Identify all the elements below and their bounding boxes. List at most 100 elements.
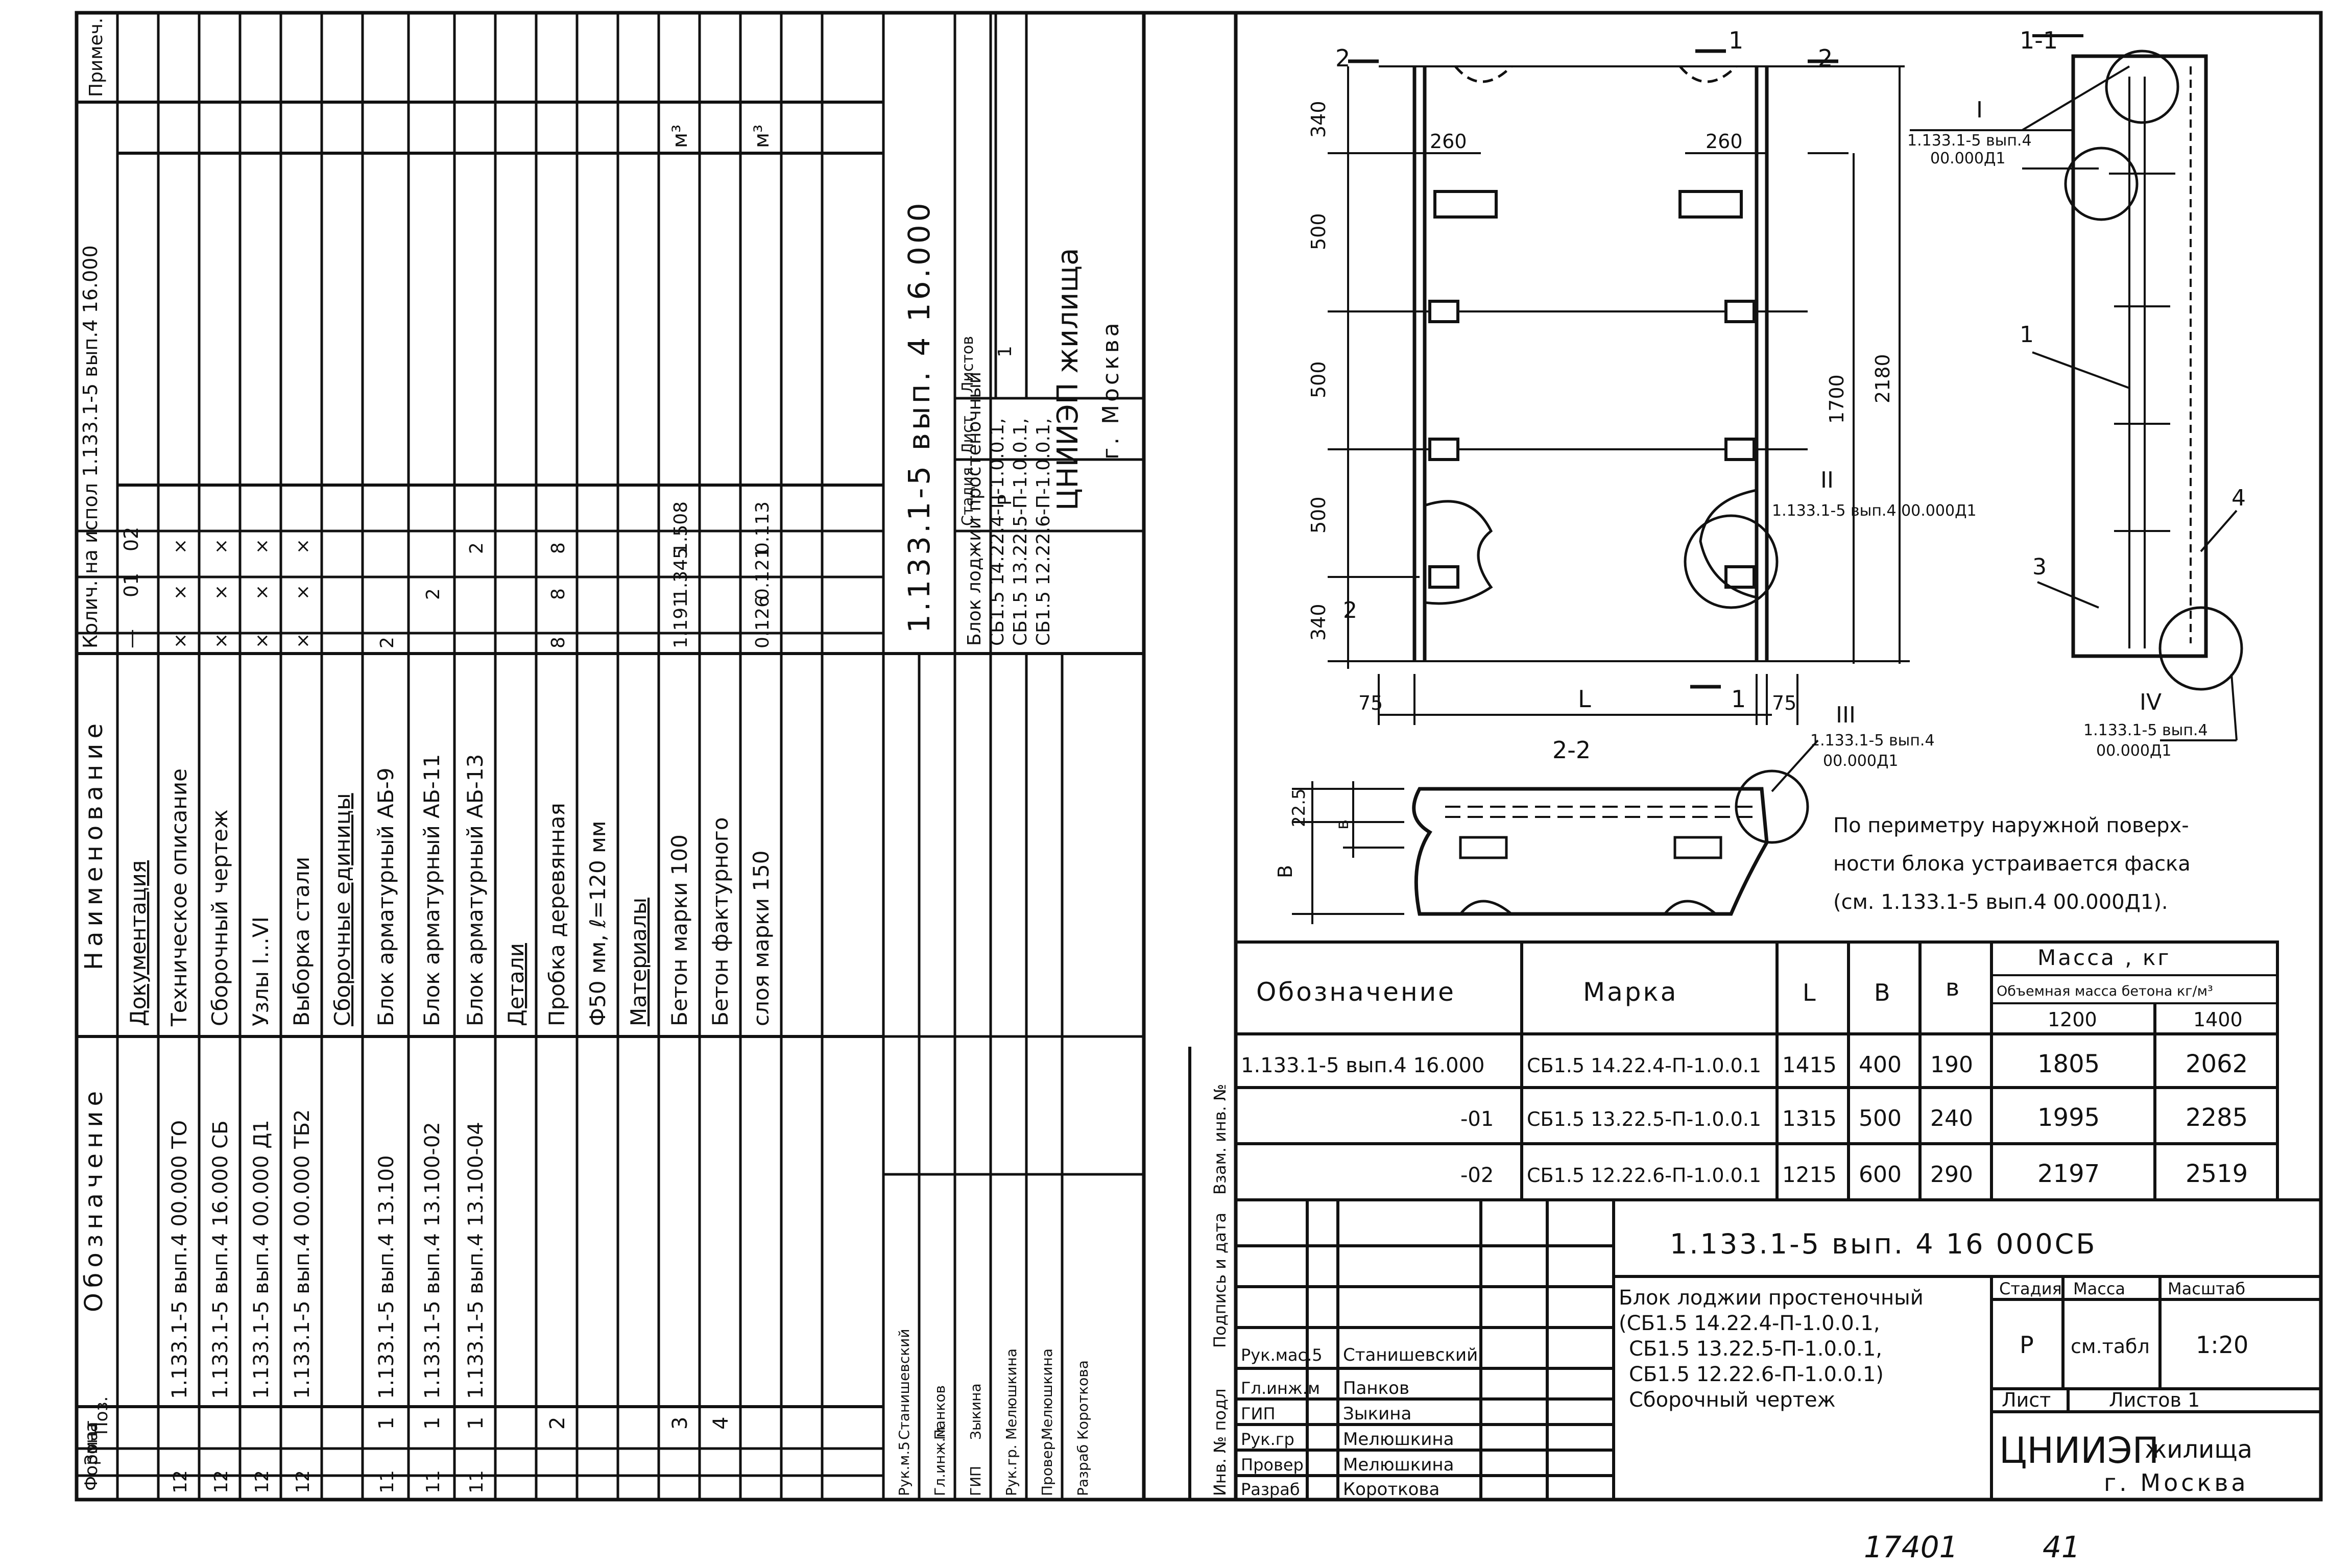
title-mass: см.табл xyxy=(2071,1335,2150,1358)
spec-header-qty: Колич. на испол 1.133.1-5 вып.4 16.000 xyxy=(79,245,102,648)
spec-cell-q0: × xyxy=(170,633,191,648)
spec-cell-note: м³ xyxy=(750,125,774,148)
title-stage-label: Стадия xyxy=(1999,1279,2062,1298)
spec-cell-fmt: 11 xyxy=(423,1470,444,1493)
title-sheet-label: Лист xyxy=(2002,1389,2051,1411)
assembly-drawing xyxy=(1292,34,2243,924)
mass-cell-B: 400 xyxy=(1859,1052,1902,1078)
spec-staff-name: Короткова xyxy=(1074,1360,1091,1440)
spec-stage-label: Стадия xyxy=(959,467,977,526)
mass-table: Обозначение Марка L В в Масса , кг Объем… xyxy=(1234,940,2279,1201)
dim-75-left: 75 xyxy=(1358,692,1383,714)
title-name-2: СБ1.5 13.22.5-П-1.0.0.1, xyxy=(1629,1337,1882,1361)
mass-cell-oboz: 1.133.1-5 вып.4 16.000 xyxy=(1241,1054,1484,1077)
title-mass-label: Масса xyxy=(2073,1279,2125,1298)
dim-340-bottom: 340 xyxy=(1307,604,1330,641)
spec-header-pos: Поз. xyxy=(91,1396,112,1435)
mass-header-density: Объемная масса бетона кг/м³ xyxy=(1997,983,2213,999)
spec-cell-fmt: 12 xyxy=(170,1470,191,1493)
spec-header-name: Наименование xyxy=(80,718,108,970)
spec-cell-fmt: 11 xyxy=(377,1470,398,1493)
spec-cell-oboz: 1.133.1-5 вып.4 13.100-02 xyxy=(421,1122,444,1399)
spec-cell-name: Блок арматурный АБ-11 xyxy=(419,754,444,1026)
node-IV-num: IV xyxy=(2140,689,2162,715)
spec-cell-fmt: 12 xyxy=(293,1470,314,1493)
title-name-4: Сборочный чертеж xyxy=(1629,1388,1836,1412)
position-2: 2 xyxy=(1343,597,1357,623)
spec-cell-q1: 2 xyxy=(423,588,444,600)
sheet-frame xyxy=(75,11,2323,1502)
spec-cell-q2: × xyxy=(211,539,232,554)
spec-cell-pos: 1 xyxy=(421,1417,444,1430)
title-sheets-label: Листов 1 xyxy=(2109,1389,2200,1411)
mass-cell-L: 1215 xyxy=(1782,1162,1837,1187)
mass-cell-oboz: -02 xyxy=(1460,1164,1494,1187)
mass-cell-b: 290 xyxy=(1930,1162,1973,1188)
mass-cell-L: 1415 xyxy=(1782,1052,1837,1077)
specification-table: Формат Зона Поз. Обозначение Наименовани… xyxy=(77,11,1144,1501)
spec-cell-name: Ф50 мм, ℓ=120 мм xyxy=(585,821,610,1026)
spec-staff-name: Зыкина xyxy=(967,1383,984,1440)
title-scale-label: Масштаб xyxy=(2168,1279,2245,1298)
title-name-0: Блок лоджии простеночный xyxy=(1619,1286,1924,1310)
spec-cell-name: Техническое описание xyxy=(166,768,191,1027)
spec-cell-q2: 1.508 xyxy=(670,501,691,554)
spec-cell-fmt: 12 xyxy=(252,1470,273,1493)
spec-cell-pos: 2 xyxy=(546,1417,569,1430)
cut-mark-2-right: 2 xyxy=(1818,44,1833,72)
position-4: 4 xyxy=(2231,485,2246,511)
mass-header-b: в xyxy=(1946,974,1959,1001)
mass-cell-m1400: 2285 xyxy=(2186,1103,2248,1132)
side-label-sign: Подпись и дата xyxy=(1210,1213,1230,1348)
spec-title-code: 1.133.1-5 вып. 4 16.000 xyxy=(902,200,937,633)
spec-cell-q2: × xyxy=(170,539,191,554)
spec-cell-oboz: 1.133.1-5 вып.4 13.100-04 xyxy=(464,1122,488,1399)
spec-cell-oboz: 1.133.1-5 вып.4 00.000 ТБ2 xyxy=(291,1109,314,1399)
spec-staff-name: Станишевский xyxy=(896,1329,913,1440)
title-staff-name: Короткова xyxy=(1343,1479,1439,1500)
spec-cell-oboz: 1.133.1-5 вып.4 00.000 ТО xyxy=(168,1120,191,1399)
spec-header-qty-2: 02 xyxy=(120,527,142,551)
mass-header-1200: 1200 xyxy=(2048,1008,2097,1031)
cut-label-2-2: 2-2 xyxy=(1552,736,1591,764)
spec-header-qty-1: 01 xyxy=(120,573,142,597)
spec-cell-q2: × xyxy=(293,539,314,554)
spec-cell-q2: 8 xyxy=(548,542,569,554)
mass-cell-B: 500 xyxy=(1859,1105,1902,1131)
spec-header-oboz: Обозначение xyxy=(80,1086,108,1312)
spec-cell-q1: × xyxy=(252,585,273,600)
position-3: 3 xyxy=(2032,554,2047,580)
spec-title-name-2: СБ1.5 13.22.5-П-1.0.0.1, xyxy=(1010,418,1031,646)
dim-75-right: 75 xyxy=(1772,692,1796,714)
dim-22-5: 22.5 xyxy=(1289,788,1309,827)
spec-cell-q1: × xyxy=(170,585,191,600)
node-III-ref: 1.133.1-5 вып.4 xyxy=(1810,732,1935,750)
dim-500-3: 500 xyxy=(1307,496,1330,534)
spec-staff-name: Панков xyxy=(931,1385,948,1440)
spec-cell-q1: 8 xyxy=(548,588,569,600)
mass-header-marka: Марка xyxy=(1583,977,1678,1007)
footer-page-number: 41 xyxy=(2043,1530,2080,1564)
mass-cell-b: 190 xyxy=(1930,1052,1973,1078)
title-block: Инв. № подл Подпись и дата Взам. инв. № … xyxy=(1210,1084,2321,1500)
node-III-num: III xyxy=(1836,702,1856,728)
spec-cell-name: Сборочный чертеж xyxy=(207,809,232,1026)
node-IV-ref2: 00.000Д1 xyxy=(2096,742,2172,760)
spec-cell-name: Бетон марки 100 xyxy=(667,834,692,1026)
spec-title-name-0: Блок лоджии простеночный xyxy=(964,372,985,646)
mass-cell-b: 240 xyxy=(1930,1105,1973,1131)
spec-staff-role: Провер. xyxy=(1039,1437,1055,1496)
spec-cell-q2: × xyxy=(252,539,273,554)
node-I-ref2: 00.000Д1 xyxy=(1930,150,2006,167)
dim-500-1: 500 xyxy=(1307,213,1330,250)
mass-header-mass: Масса , кг xyxy=(2037,945,2171,970)
spec-staff-role: ГИП xyxy=(967,1466,984,1496)
mass-cell-B: 600 xyxy=(1859,1162,1902,1188)
title-staff-name: Станишевский xyxy=(1343,1345,1478,1365)
mass-header-L: L xyxy=(1803,979,1816,1006)
mass-cell-marka: СБ1.5 13.22.5-П-1.0.0.1 xyxy=(1527,1108,1761,1130)
spec-cell-q1: 1.345 xyxy=(670,547,691,600)
title-name-3: СБ1.5 12.22.6-П-1.0.0.1) xyxy=(1629,1363,1884,1386)
spec-cell-q0: × xyxy=(211,633,232,648)
